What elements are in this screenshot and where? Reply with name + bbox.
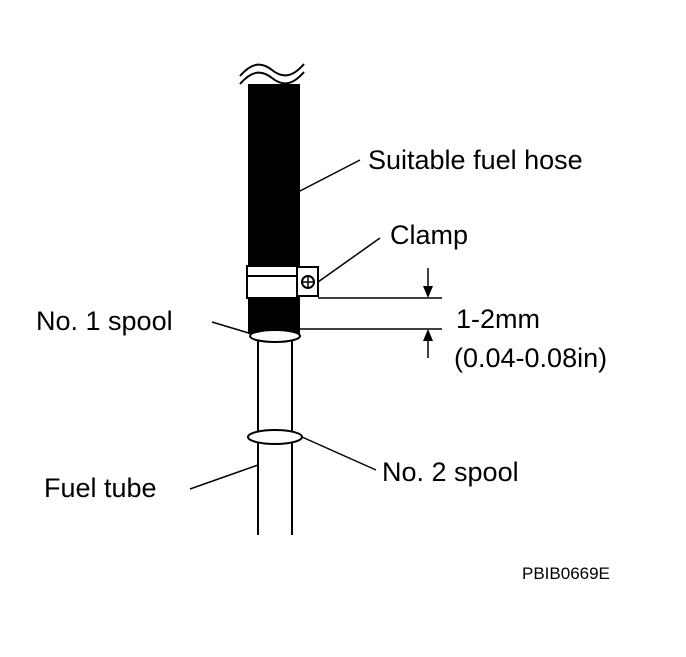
dimension-in-label: (0.04-0.08in) [454,343,607,373]
clamp-label: Clamp [390,220,468,250]
hose-label: Suitable fuel hose [368,145,583,175]
spool-1 [249,329,301,343]
spool-1-label: No. 1 spool [36,306,173,336]
arrow-down-icon [423,286,433,298]
clamp [246,265,319,299]
figure-code: PBIB0669E [522,564,610,583]
arrow-up-icon [423,329,433,341]
dimension-mm-label: 1-2mm [456,304,540,334]
dimension-callout [300,268,442,358]
leader-lines [189,159,381,490]
spool-2-label: No. 2 spool [382,457,519,487]
tube-label: Fuel tube [44,473,157,503]
spool-2 [247,429,303,445]
